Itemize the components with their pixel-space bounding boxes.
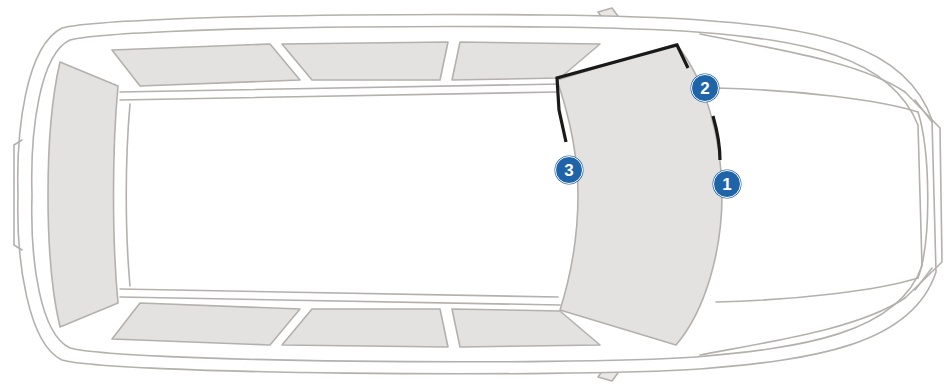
rear-window — [48, 62, 118, 327]
fender-line — [700, 298, 905, 355]
rear-bumper — [14, 140, 22, 250]
hood-line — [716, 278, 918, 302]
callout-number: 3 — [564, 162, 573, 179]
roof-edge — [126, 104, 130, 286]
callout-number: 1 — [722, 176, 731, 193]
headlight — [915, 100, 932, 290]
body-line — [32, 26, 922, 361]
roof-rail — [120, 297, 560, 305]
grille-line — [918, 112, 928, 278]
callout-circle: 1 — [713, 170, 741, 198]
callout-circle: 2 — [691, 74, 719, 102]
car-body — [18, 14, 936, 373]
roof-rail — [120, 289, 558, 297]
callout-number: 2 — [700, 80, 709, 97]
side-window — [112, 44, 300, 86]
fender-line — [700, 34, 905, 92]
roof-rail — [120, 92, 558, 100]
hood-line — [716, 88, 918, 112]
side-window — [112, 303, 300, 345]
front-bumper — [905, 92, 942, 298]
roof-rail — [120, 84, 560, 92]
side-window — [282, 42, 448, 80]
marking-line — [557, 45, 688, 142]
windshield — [557, 44, 722, 345]
marking-line — [713, 116, 720, 160]
callout-circle: 3 — [555, 156, 583, 184]
side-window — [282, 309, 448, 347]
